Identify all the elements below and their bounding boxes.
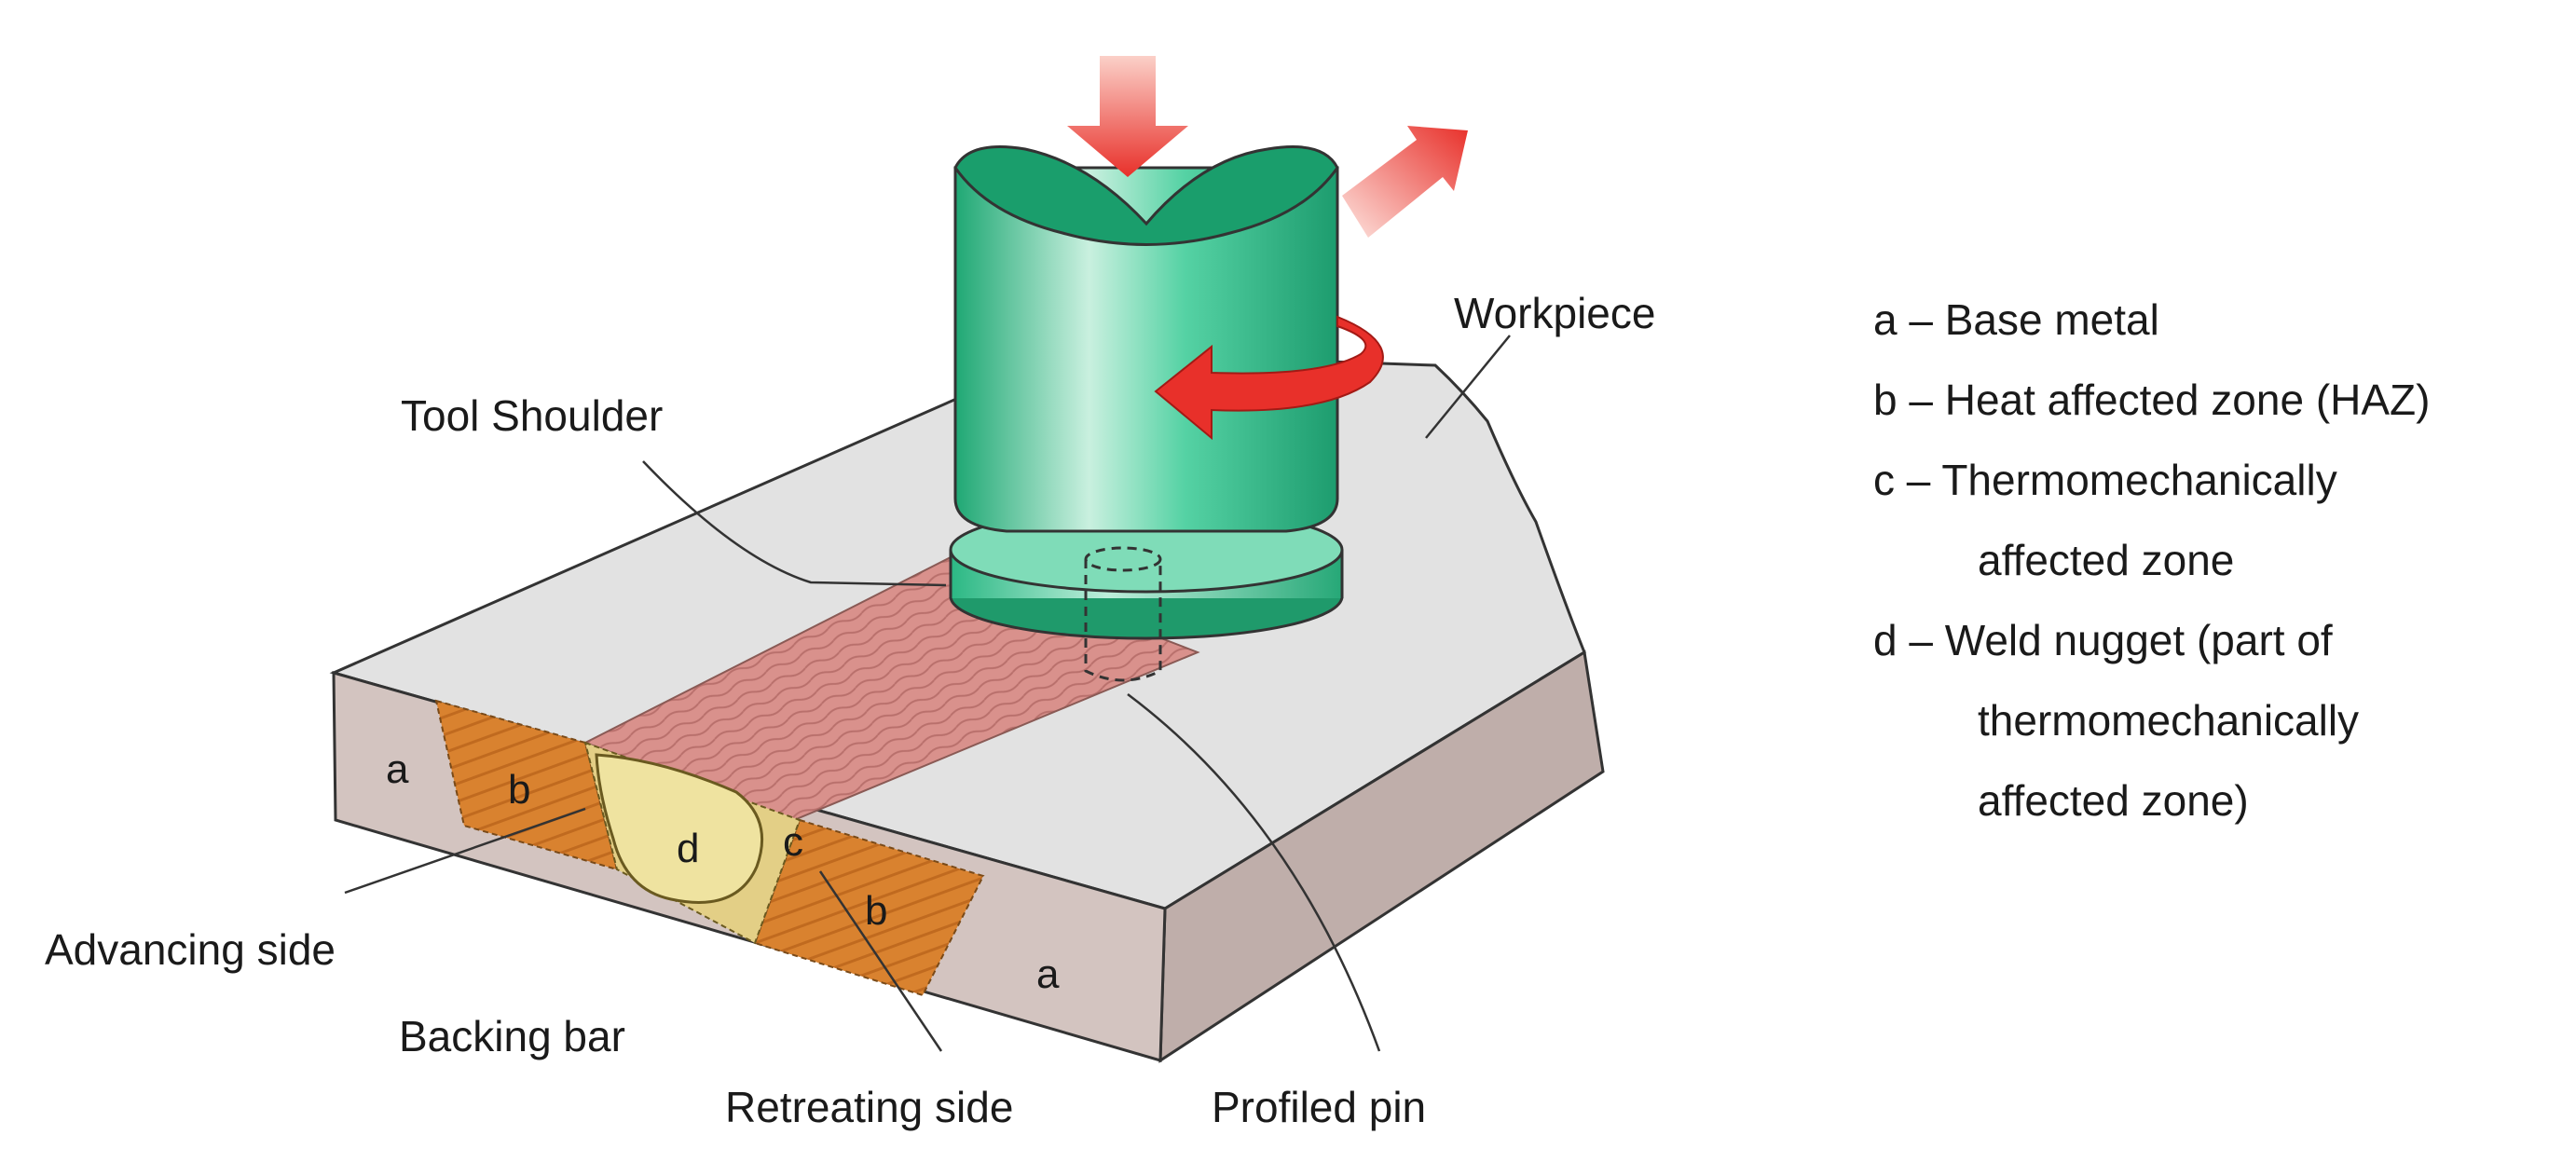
retreating-side-leader <box>818 870 943 1052</box>
tool-body <box>953 166 1339 533</box>
legend-item-d: d – Weld nugget (part of <box>1873 616 2333 664</box>
label-retreating-side: Retreating side <box>725 1083 1013 1131</box>
label-backing-bar: Backing bar <box>399 1012 625 1060</box>
legend-item-c: c – Thermomechanically <box>1873 456 2337 504</box>
downward-force-arrow <box>1067 56 1188 177</box>
zone-a-left-letter: a <box>386 746 409 792</box>
zone-b-right-letter: b <box>865 888 887 934</box>
advancing-side-leader <box>344 807 586 895</box>
legend-item-a: a – Base metal <box>1873 295 2159 344</box>
zone-b-left <box>434 699 619 871</box>
travel-direction-arrow <box>1342 126 1468 238</box>
zone-c-letter: c <box>783 819 803 865</box>
label-tool-shoulder: Tool Shoulder <box>401 391 663 440</box>
zone-b-left-letter: b <box>508 767 530 813</box>
label-profiled-pin: Profiled pin <box>1212 1083 1426 1131</box>
workpiece-leader <box>1425 335 1511 439</box>
rotation-arrow <box>1154 315 1384 441</box>
profiled-pin-leader <box>1127 693 1381 1052</box>
label-advancing-side: Advancing side <box>45 925 336 974</box>
tool-top <box>953 145 1339 246</box>
zone-legend: a – Base metal b – Heat affected zone (H… <box>1873 280 2430 841</box>
zone-a-right-letter: a <box>1036 951 1060 997</box>
tool-shoulder-leader <box>642 460 947 587</box>
legend-item-c-continued: affected zone <box>1978 536 2235 584</box>
profiled-pin <box>1084 559 1162 682</box>
legend-item-b: b – Heat affected zone (HAZ) <box>1873 376 2431 424</box>
legend-item-d-continued-2: affected zone) <box>1978 776 2249 825</box>
label-workpiece: Workpiece <box>1454 289 1655 337</box>
zone-d-weld-nugget <box>595 753 764 904</box>
legend-item-d-continued: thermomechanically <box>1978 696 2360 745</box>
zone-d-letter: d <box>677 826 699 871</box>
